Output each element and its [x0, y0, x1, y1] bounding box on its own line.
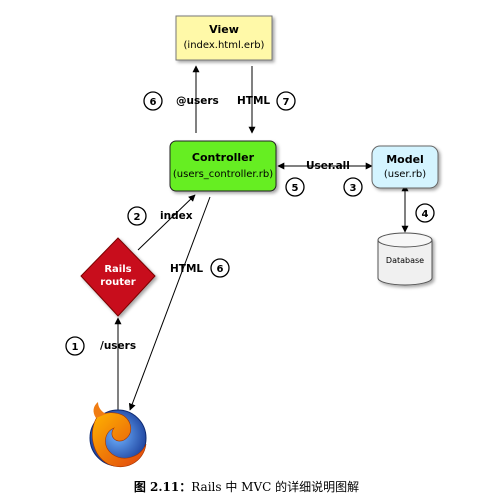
- view-title: View: [209, 23, 239, 36]
- database-cylinder: [377, 232, 433, 286]
- controller-file: (users_controller.rb): [173, 169, 273, 180]
- step-6b-label: HTML: [170, 263, 203, 275]
- router-line2: router: [100, 277, 135, 288]
- controller-box: [169, 140, 277, 192]
- step-1-number: 1: [72, 342, 79, 353]
- rails-router: [80, 237, 156, 317]
- step-2-number: 2: [134, 212, 141, 223]
- step-3-label: User.all: [306, 160, 350, 172]
- arrow-router-to-controller: [137, 194, 196, 251]
- step-circle-3: 3: [343, 177, 363, 197]
- step-7-number: 7: [283, 97, 290, 108]
- connectors: [114, 65, 409, 412]
- step-6-number: 6: [150, 97, 157, 108]
- model-title: Model: [386, 153, 424, 166]
- figure-caption-text: Rails 中 MVC 的详细说明图解: [191, 480, 360, 494]
- step-circle-5: 5: [285, 177, 305, 197]
- figure-number: 图 2.11：: [133, 480, 192, 494]
- model-box: [371, 145, 439, 189]
- step-7-label: HTML: [237, 95, 270, 107]
- step-5-number: 5: [292, 183, 299, 194]
- database-label: Database: [386, 256, 424, 265]
- view-box: [175, 15, 273, 61]
- firefox-browser-icon: [89, 402, 147, 468]
- step-3-number: 3: [350, 183, 357, 194]
- arrow-controller-to-browser: [128, 196, 211, 411]
- step-circle-1: 1: [65, 336, 85, 356]
- figure-caption: 图 2.11：Rails 中 MVC 的详细说明图解: [0, 478, 493, 495]
- router-line1: Rails: [104, 264, 131, 275]
- controller-title: Controller: [192, 151, 255, 164]
- step-circle-2: 2: [127, 206, 147, 226]
- step-circle-7: 7: [276, 91, 296, 111]
- step-6b-number: 6: [217, 264, 224, 275]
- step-2-label: index: [160, 210, 193, 222]
- step-circle-4: 4: [415, 203, 435, 223]
- step-4-number: 4: [422, 209, 429, 220]
- step-circle-6b: 6: [210, 258, 230, 278]
- step-circle-6: 6: [143, 91, 163, 111]
- step-1-label: /users: [100, 340, 136, 352]
- step-6-label: @users: [176, 95, 219, 107]
- view-file: (index.html.erb): [184, 40, 265, 51]
- model-file: (user.rb): [384, 169, 426, 180]
